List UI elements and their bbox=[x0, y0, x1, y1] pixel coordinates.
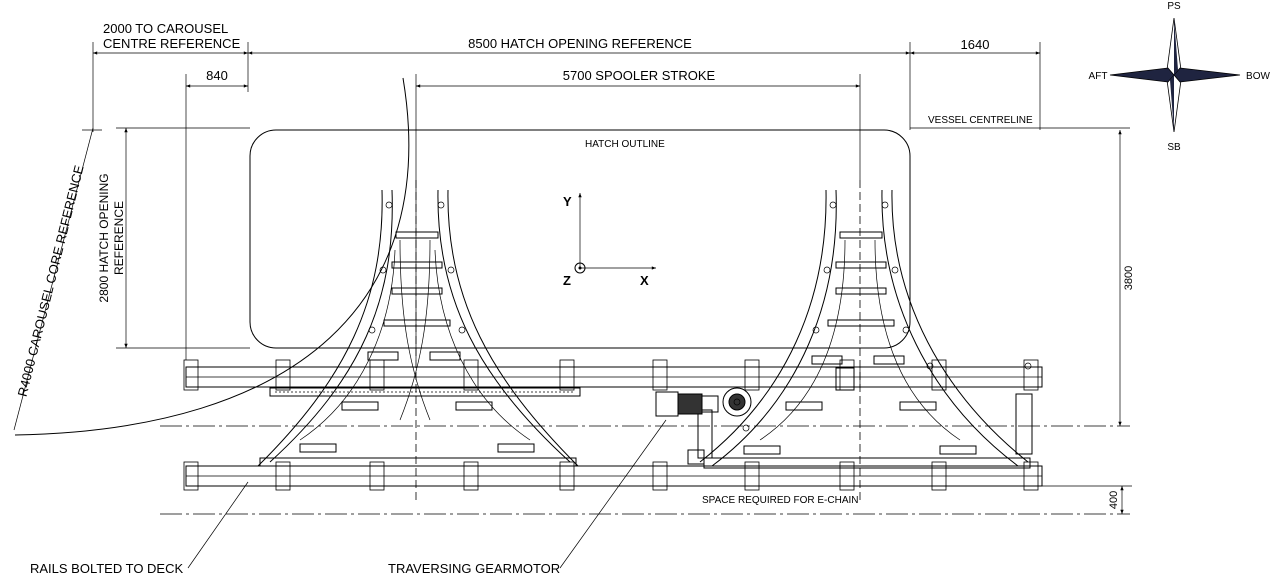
hatch-outline bbox=[249, 129, 911, 349]
axis-z-label: Z bbox=[563, 273, 571, 288]
compass-sb: SB bbox=[1167, 142, 1181, 153]
coordinate-axes bbox=[574, 193, 657, 274]
carousel-ref-line1: 2000 TO CAROUSEL bbox=[103, 21, 228, 36]
carousel-core-label: R4000 CAROUSEL CORE REFERENCE bbox=[15, 163, 87, 398]
axis-y-label: Y bbox=[563, 194, 572, 209]
echain-height-dim: 400 bbox=[1108, 491, 1120, 509]
compass-aft: AFT bbox=[1089, 71, 1108, 82]
traversing-gearmotor bbox=[655, 387, 752, 432]
echain-label: SPACE REQUIRED FOR E-CHAIN bbox=[702, 495, 859, 506]
left-spooler-frame bbox=[257, 189, 579, 467]
spooler-stroke-dim: 5700 SPOOLER STROKE bbox=[563, 68, 716, 83]
right-spooler-frame bbox=[687, 189, 1033, 469]
carousel-ref-line2: CENTRE REFERENCE bbox=[103, 36, 241, 51]
carousel-radius-line bbox=[13, 127, 94, 431]
right-height-dim: 3800 bbox=[1123, 266, 1135, 290]
rails bbox=[185, 366, 1043, 487]
rails-leader bbox=[187, 481, 249, 569]
hatch-outline-label: HATCH OUTLINE bbox=[585, 139, 665, 150]
rails-label: RAILS BOLTED TO DECK bbox=[30, 561, 183, 576]
left-offset-dim: 840 bbox=[206, 68, 228, 83]
gearmotor-label: TRAVERSING GEARMOTOR bbox=[388, 561, 560, 576]
hatch-opening-dim: 8500 HATCH OPENING REFERENCE bbox=[468, 36, 692, 51]
compass-bow: BOW bbox=[1246, 71, 1270, 82]
compass-rose bbox=[1109, 17, 1241, 133]
hatch-height-line2: REFERENCE bbox=[112, 201, 126, 275]
axis-x-label: X bbox=[640, 273, 649, 288]
hatch-height-line1: 2800 HATCH OPENING bbox=[97, 173, 111, 302]
vessel-centreline-label: VESSEL CENTRELINE bbox=[928, 115, 1033, 126]
gearmotor-leader bbox=[559, 419, 667, 569]
rail-bolts bbox=[183, 359, 1039, 491]
carousel-core-arc bbox=[14, 77, 410, 436]
compass-ps: PS bbox=[1167, 1, 1181, 12]
right-offset-dim: 1640 bbox=[961, 37, 990, 52]
dimension-lines bbox=[92, 42, 1132, 514]
